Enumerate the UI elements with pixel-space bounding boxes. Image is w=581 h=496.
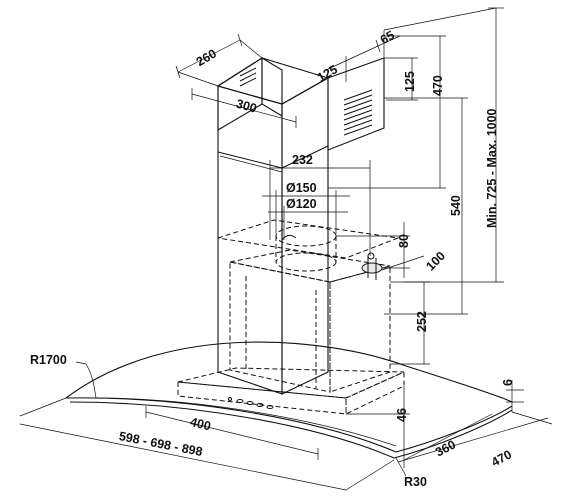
label-vent-height: 125 <box>403 71 417 92</box>
dim-dia-inner <box>268 206 348 240</box>
dim-300 <box>191 88 297 128</box>
outlet-cylinder <box>275 225 337 272</box>
label-canopy-widths: 598 - 698 - 898 <box>118 429 204 459</box>
dim-motor-height <box>390 281 430 365</box>
label-glass-thickness: 6 <box>501 379 515 386</box>
label-overall-height: Min. 725 - Max. 1000 <box>485 108 499 228</box>
wall-bracket <box>361 252 383 280</box>
label-canopy-height: 46 <box>395 408 409 422</box>
leader-glass-radius <box>75 361 97 399</box>
dim-canopy-height <box>346 386 410 452</box>
label-glass-radius: R1700 <box>30 353 67 367</box>
label-dia-inner: Ø120 <box>286 197 317 211</box>
label-upper-height: 470 <box>431 75 445 96</box>
dim-upper-height <box>328 35 446 189</box>
dim-canopy-widths <box>19 397 395 491</box>
label-bracket-height: 540 <box>449 195 463 216</box>
label-mount-offset-b: 100 <box>423 249 448 274</box>
dim-canopy-depth-outer <box>397 411 553 463</box>
dim-top-offsets <box>325 7 497 82</box>
label-chimney-width: 300 <box>234 97 258 116</box>
label-outlet-spacing: 232 <box>292 153 313 167</box>
vent-slots <box>239 67 373 136</box>
label-mount-offset-a: 80 <box>397 234 411 248</box>
label-motor-height: 252 <box>415 311 429 332</box>
label-chimney-depth: 260 <box>194 46 219 69</box>
dim-mount-offset-b <box>381 255 425 271</box>
dim-mount-offset-a <box>336 222 410 278</box>
dim-vent-height <box>384 57 418 101</box>
dim-outlet-spacing <box>269 160 371 256</box>
dim-glass-thickness <box>506 380 524 412</box>
label-canopy-inner-width: 400 <box>189 415 213 434</box>
dim-260 <box>175 33 263 87</box>
label-canopy-depth-inner: 360 <box>433 437 458 459</box>
chimney-upper <box>216 57 330 395</box>
motor-housing-hidden <box>217 219 400 393</box>
dim-bracket-height <box>384 97 468 315</box>
canopy <box>177 367 405 415</box>
leader-corner-radius <box>395 457 407 477</box>
dim-canopy-inner-width <box>145 406 319 460</box>
label-dia-outer: Ø150 <box>286 181 317 195</box>
label-top-offset-b: 65 <box>378 28 397 47</box>
glass-panel <box>65 341 513 459</box>
label-canopy-depth-outer: 470 <box>489 447 514 469</box>
vent-cover <box>217 56 385 151</box>
label-corner-radius: R30 <box>404 475 427 489</box>
